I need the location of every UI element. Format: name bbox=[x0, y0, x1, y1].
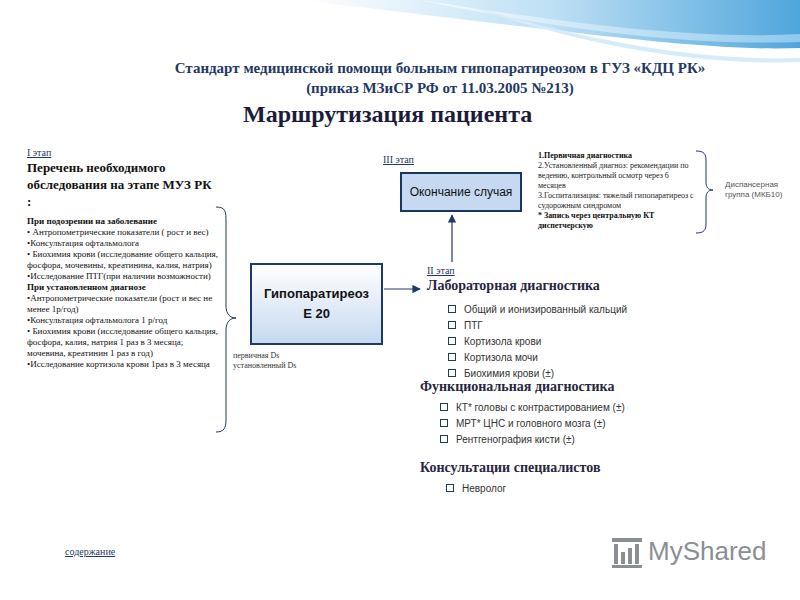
label-group: Невролог bbox=[446, 481, 646, 497]
bracket bbox=[696, 151, 713, 233]
list-item: • Биохимия крови (исследование общего ка… bbox=[27, 326, 219, 359]
header-wave bbox=[300, 0, 800, 48]
label-group: III этап bbox=[383, 153, 463, 166]
page-title: Стандарт медицинской помощи больным гипо… bbox=[160, 58, 720, 98]
label-group: Общий и ионизированный кальцийПТГКортизо… bbox=[448, 302, 728, 382]
title-block: Стандарт медицинской помощи больным гипо… bbox=[120, 58, 760, 98]
list-subheading: При подозрении на заболевание bbox=[27, 216, 219, 227]
bracket bbox=[216, 207, 236, 432]
check-item: Общий и ионизированный кальций bbox=[448, 302, 728, 318]
note: первичная Ds bbox=[233, 351, 343, 361]
check-item: КТ* головы с контрастированием (±) bbox=[440, 400, 740, 416]
list-item: •Исследование ПТГ(при наличии возможност… bbox=[27, 271, 219, 282]
header-wave bbox=[420, 0, 800, 43]
check-item: Кортизола крови bbox=[448, 334, 728, 350]
label-group: II этапЛабораторная диагностика bbox=[427, 264, 707, 295]
node-text: Е 20 bbox=[303, 304, 330, 324]
label-group: КТ* головы с контрастированием (±)МРТ* Ц… bbox=[440, 400, 740, 448]
arrow bbox=[384, 288, 420, 289]
list-item: • Антропометрические показатели ( рост и… bbox=[27, 227, 219, 238]
section-heading: Консультации специалистов bbox=[420, 459, 720, 477]
label-group: 1.Первичная диагностика2.Установленный д… bbox=[538, 151, 698, 231]
section-heading: Лабораторная диагностика bbox=[427, 277, 707, 295]
watermark: MyShared bbox=[648, 536, 788, 566]
stage-label: I этап bbox=[27, 146, 219, 159]
list-item: 1.Первичная диагностика bbox=[538, 151, 698, 161]
end-box: Окончание случая bbox=[400, 172, 522, 212]
list-heading: Перечень необходимого обследования на эт… bbox=[27, 159, 219, 210]
route-heading: Маршрутизация пациента bbox=[243, 100, 663, 128]
section-heading: Функциональная диагностика bbox=[420, 378, 720, 396]
header-wave bbox=[450, 0, 800, 62]
nav-link: содержание bbox=[65, 546, 185, 557]
list-item: •Исследование кортизола крови 1раз в 3 м… bbox=[27, 359, 219, 370]
label-group: I этапПеречень необходимого обследования… bbox=[27, 146, 219, 370]
check-item: Рентгенография кисти (±) bbox=[440, 432, 740, 448]
watermark-icon bbox=[612, 538, 642, 568]
list-subheading: При установленном диагнозе bbox=[27, 282, 219, 293]
label-group: первичная Dsустановленный Ds bbox=[233, 351, 343, 371]
check-item: Невролог bbox=[446, 481, 646, 497]
list-item: •Консультация офтальмолога 1 р/год bbox=[27, 315, 219, 326]
stage-label: II этап bbox=[427, 264, 707, 277]
label-group: Консультации специалистов bbox=[420, 459, 720, 477]
arrow bbox=[451, 215, 452, 262]
list-item: 2.Установленный диагноз: рекомендации по… bbox=[538, 161, 698, 191]
group-note: Диспансерная группа (МКБ10) bbox=[725, 180, 797, 200]
node-text: Гипопаратиреоз bbox=[264, 284, 369, 304]
note: * Запись через центральную КТ диспетчерс… bbox=[538, 211, 698, 231]
label-group: MyShared bbox=[648, 536, 788, 566]
stage-label: III этап bbox=[383, 153, 463, 166]
note: установленный Ds bbox=[233, 361, 343, 371]
check-item: МРТ* ЦНС и головного мозга (±) bbox=[440, 416, 740, 432]
list-item: •Консультация офтальмолога bbox=[27, 238, 219, 249]
node-text: Окончание случая bbox=[410, 185, 513, 200]
check-item: Кортизола мочи bbox=[448, 350, 728, 366]
label-group: Маршрутизация пациента bbox=[243, 100, 663, 128]
label-group: содержание bbox=[65, 546, 185, 557]
label-group: Функциональная диагностика bbox=[420, 378, 720, 396]
diagnosis-box: ГипопаратиреозЕ 20 bbox=[250, 263, 383, 345]
check-item: ПТГ bbox=[448, 318, 728, 334]
list-item: • Биохимия крови (исследование общего ка… bbox=[27, 249, 219, 271]
list-item: •Антропометрические показатели (рост и в… bbox=[27, 293, 219, 315]
list-item: 3.Госпитализация: тяжелый гипопаратиреоз… bbox=[538, 191, 698, 211]
label-group: Диспансерная группа (МКБ10) bbox=[725, 180, 797, 200]
